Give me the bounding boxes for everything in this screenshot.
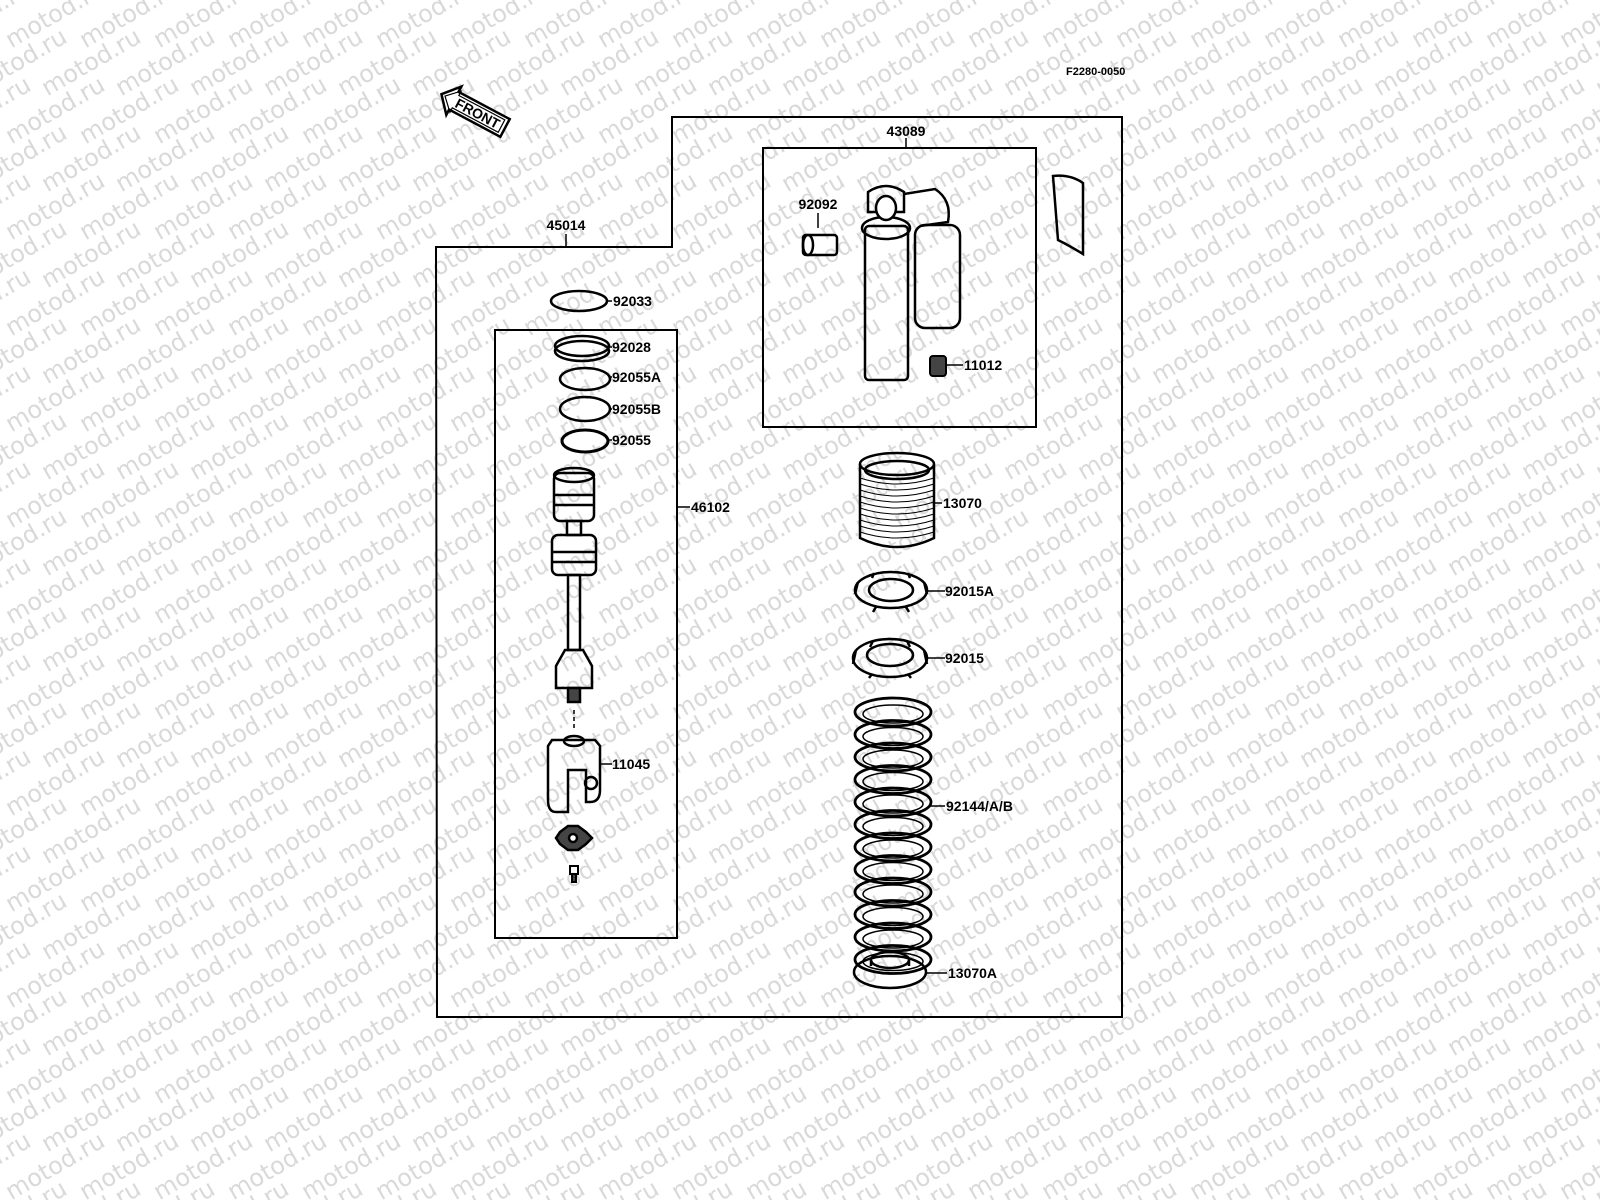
oring-icon [560,428,610,454]
bump-rubber-label: 13070 [943,495,982,511]
damper-rod-assembly-label: 46102 [691,499,730,515]
adjuster-knob-icon [554,824,594,852]
bump-rubber-icon [858,451,936,549]
spring-coil-inner [862,771,924,792]
valve-icon [929,355,947,377]
spring-coil-inner [862,749,924,769]
oring-a-icon [558,366,612,392]
circlip-icon [549,289,609,313]
reservoir-bushing-label: 92092 [799,196,838,212]
spring-coil-inner [862,726,924,747]
spring-coil-inner [862,884,924,904]
shock-body-icon [860,184,962,382]
spring-coil-inner [862,929,924,949]
label-sheet-icon [1051,174,1085,257]
spring-coil [853,719,933,750]
circlip-label: 92033 [613,293,652,309]
spring-coil [853,786,933,818]
figure-code: F2280-0050 [1066,66,1125,78]
spring-coil-inner [862,861,924,882]
assembly-outer-frame [434,116,1123,1018]
screw-icon [569,865,579,883]
spring-coil [853,764,933,795]
piston-rod-icon [550,466,598,704]
spring-coil-inner [862,704,924,724]
spring-coil-inner [862,839,924,859]
oring-a-label: 92055A [612,369,661,385]
spring-coil-inner [862,906,924,927]
spring-coil [853,876,933,908]
front-arrow-icon: FRONT [439,84,512,139]
clevis-label: 11045 [612,756,650,772]
ring-icon [553,334,611,363]
locknut-icon [851,637,929,679]
spring-coil [853,741,933,773]
damper-rod-assembly-box [494,329,678,939]
spring-coil [853,696,933,728]
locknut-label: 92015 [945,650,984,666]
oring-label: 92055 [612,432,651,448]
spring-coil [853,809,933,840]
ring-label: 92028 [612,339,651,355]
spring-icon [853,696,933,975]
locknut-a-icon [853,570,929,613]
reservoir-body-label: 43089 [887,123,926,139]
locknut-a-label: 92015A [945,583,994,599]
spring-coil [853,899,933,930]
reservoir-bushing-icon [801,233,839,257]
spring-coil-inner [862,816,924,837]
spring-coil-inner [862,794,924,814]
spring-coil [853,854,933,885]
spring-seat-icon [852,950,928,990]
valve-label: 11012 [964,357,1002,373]
reservoir-box [762,147,1037,428]
oring-b-label: 92055B [612,401,661,417]
spring-coil [853,831,933,863]
oring-b-icon [558,395,612,423]
clevis-icon [546,734,602,814]
spring-label: 92144/A/B [946,798,1013,814]
spring-seat-label: 13070A [948,965,997,981]
assembly-outer-label: 45014 [547,217,586,233]
spring-coil [853,944,933,975]
